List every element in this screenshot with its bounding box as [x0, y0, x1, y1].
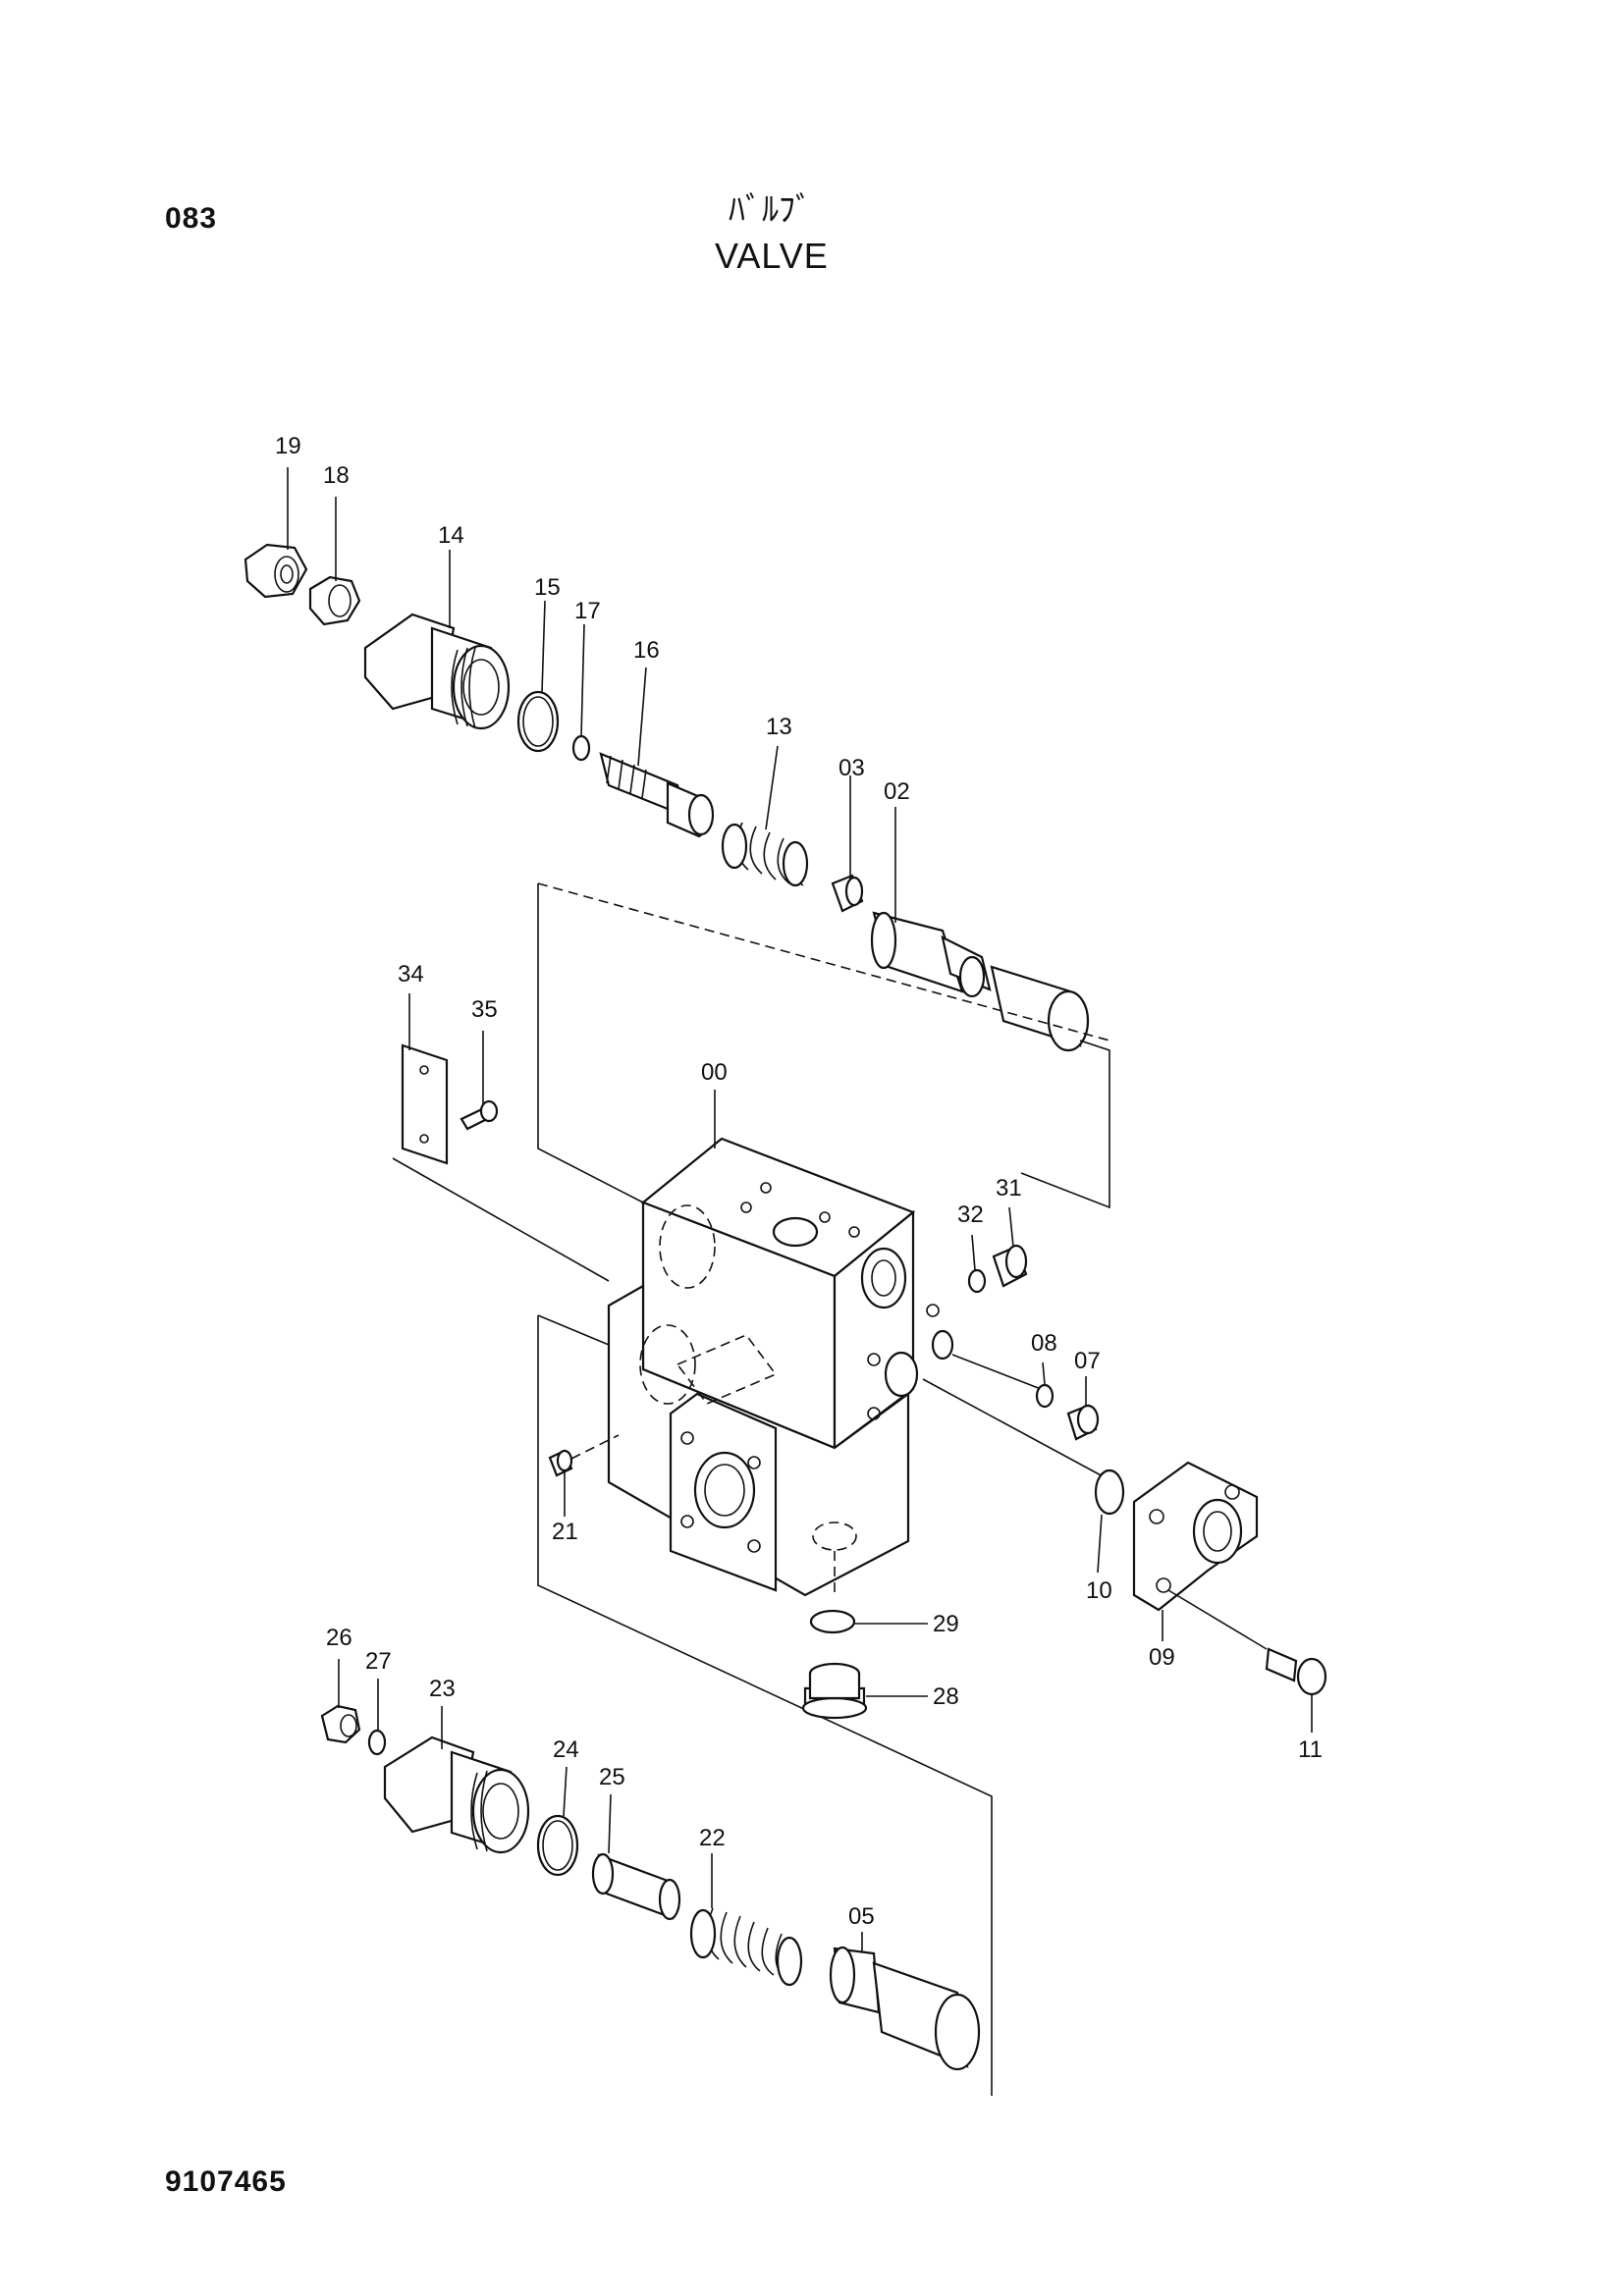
label-25: 25 — [599, 1764, 625, 1790]
label-19: 19 — [275, 433, 301, 459]
part-35-screw — [460, 1099, 499, 1131]
part-16-poppet — [599, 752, 715, 838]
part-31-plug — [992, 1244, 1028, 1288]
label-29: 29 — [933, 1611, 959, 1637]
part-15-o-ring — [516, 690, 560, 753]
label-00: 00 — [701, 1059, 728, 1086]
label-27: 27 — [365, 1648, 392, 1675]
label-08: 08 — [1031, 1330, 1057, 1357]
label-13: 13 — [766, 714, 792, 740]
part-19-cap-nut — [243, 543, 308, 599]
drawing-number: 9107465 — [165, 2165, 287, 2198]
label-21: 21 — [552, 1519, 578, 1545]
part-03-small-plug — [831, 874, 864, 913]
label-16: 16 — [633, 637, 660, 664]
label-35: 35 — [471, 996, 498, 1023]
label-09: 09 — [1149, 1644, 1175, 1671]
label-22: 22 — [699, 1825, 726, 1851]
label-03: 03 — [839, 755, 865, 781]
part-18-nut — [308, 575, 361, 626]
label-32: 32 — [957, 1201, 984, 1228]
page-code: 083 — [165, 202, 218, 235]
label-02: 02 — [884, 778, 910, 805]
part-32-ring — [967, 1268, 987, 1294]
upper-assembly-frame — [537, 883, 644, 1203]
part-24-o-ring — [536, 1814, 579, 1877]
part-07-plug — [1066, 1404, 1100, 1441]
part-02-spool — [870, 911, 1090, 1052]
part-11-bolt — [1265, 1647, 1327, 1696]
part-34-name-plate — [401, 1043, 449, 1165]
part-09-flange — [1132, 1461, 1259, 1612]
label-11: 11 — [1298, 1736, 1323, 1763]
title-japanese: ﾊﾞﾙﾌﾞ — [729, 190, 812, 230]
leader-08 — [951, 1354, 1042, 1390]
label-23: 23 — [429, 1676, 456, 1702]
part-17-ring — [571, 734, 591, 762]
part-25-sleeve — [591, 1852, 681, 1921]
part-24-o-ring-inner — [542, 1820, 573, 1871]
upper-right-frame — [1020, 1040, 1110, 1209]
label-34: 34 — [398, 961, 424, 988]
part-22-spring — [689, 1907, 803, 1987]
label-05: 05 — [848, 1903, 875, 1930]
label-leaders — [287, 467, 1313, 1951]
label-15: 15 — [534, 574, 561, 601]
leader-10 — [922, 1378, 1106, 1478]
label-24: 24 — [553, 1736, 579, 1763]
part-23-plug — [383, 1735, 530, 1854]
label-28: 28 — [933, 1683, 959, 1710]
label-10: 10 — [1086, 1577, 1112, 1604]
upper-centerline — [537, 882, 1110, 1041]
title-english: VALVE — [715, 236, 829, 276]
lower-assembly-frame — [537, 1315, 993, 2096]
label-18: 18 — [323, 462, 350, 489]
label-07: 07 — [1074, 1348, 1101, 1374]
label-31: 31 — [996, 1175, 1022, 1201]
part-15-o-ring-inner — [522, 696, 554, 747]
label-14: 14 — [438, 522, 464, 549]
lower-left-frame — [537, 1314, 610, 1346]
part-00-valve-body — [607, 1137, 954, 1597]
part-14-plug — [363, 613, 511, 730]
part-05-piston — [829, 1946, 981, 2071]
part-29-o-ring — [809, 1609, 856, 1634]
leader-11 — [1167, 1589, 1268, 1650]
label-26: 26 — [326, 1625, 352, 1651]
part-28-plug — [801, 1662, 868, 1720]
part-27-ring — [367, 1729, 387, 1756]
plate-leader — [392, 1157, 610, 1282]
leader-21 — [570, 1434, 620, 1460]
part-21-plug — [548, 1449, 573, 1477]
label-17: 17 — [574, 598, 601, 624]
part-10-o-ring — [1094, 1468, 1125, 1516]
part-26-cap-nut — [320, 1704, 361, 1744]
part-08-ring — [1035, 1383, 1055, 1409]
part-13-spring — [721, 822, 809, 887]
